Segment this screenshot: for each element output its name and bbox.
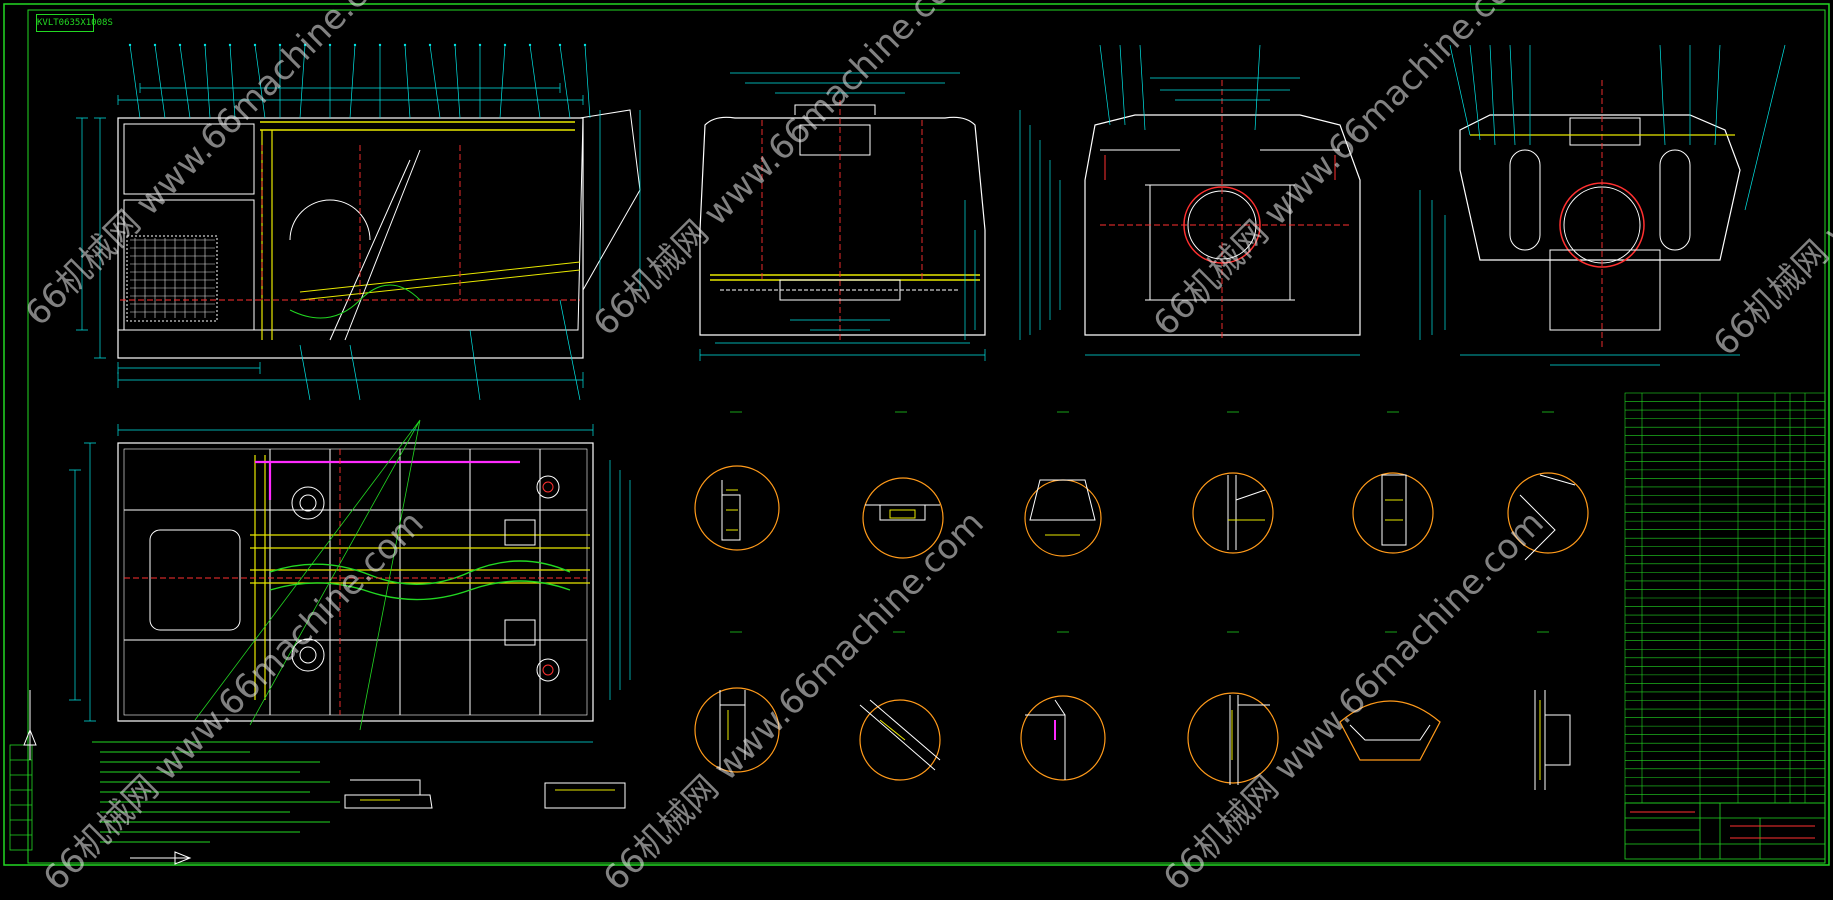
small-detail-views: [344, 779, 626, 809]
section-arrow-a: [23, 690, 37, 760]
revision-block: [9, 744, 33, 851]
outer-frame: [3, 3, 1830, 866]
cad-drawing-sheet: [3, 3, 1830, 866]
technical-notes: [92, 741, 340, 843]
title-block: [1624, 802, 1826, 860]
section-arrow-b: [130, 851, 192, 865]
section-details: [694, 465, 1589, 790]
front-view: [699, 72, 986, 361]
rear-view: [1019, 44, 1361, 356]
drawing-code-stamp: KVLT0635X1008S: [36, 14, 113, 32]
section-label-ticks: [730, 411, 1554, 633]
side-view: [76, 43, 641, 401]
parts-list-table: [1624, 392, 1826, 804]
rear-section-view: [1419, 44, 1786, 366]
